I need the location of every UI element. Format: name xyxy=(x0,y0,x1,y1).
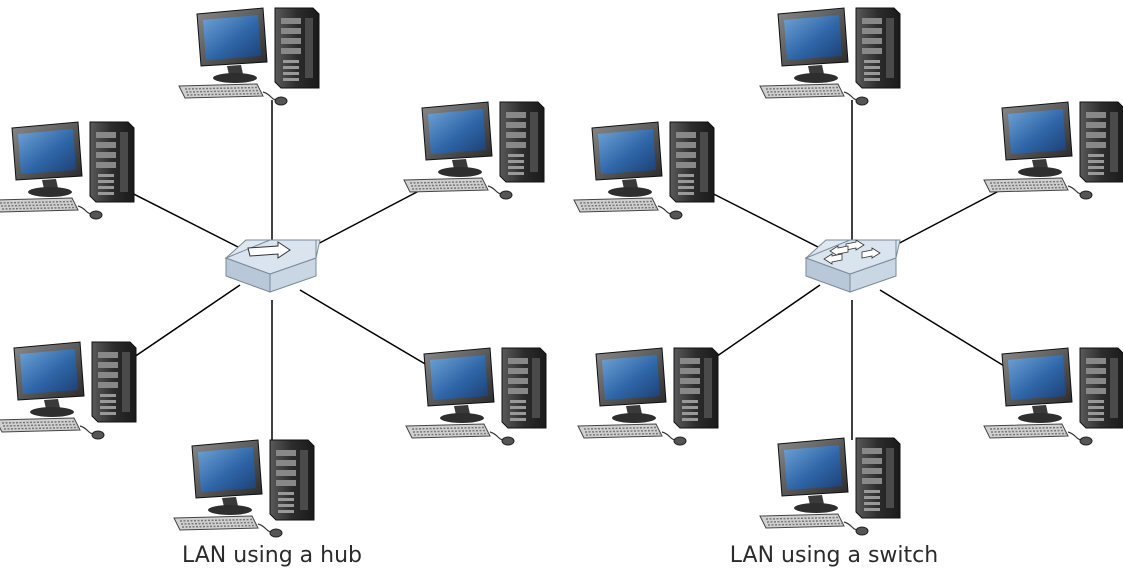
desktop-computer-icon xyxy=(983,347,1123,446)
desktop-computer-icon xyxy=(405,347,547,446)
desktop-computer-icon xyxy=(573,121,715,220)
desktop-computer-icon xyxy=(759,7,901,106)
desktop-computer-icon xyxy=(403,101,545,200)
hub-caption: LAN using a hub xyxy=(182,543,362,568)
desktop-computer-icon xyxy=(983,101,1123,200)
desktop-computer-icon xyxy=(0,121,135,220)
desktop-computer-icon xyxy=(0,341,137,440)
switch-lan-diagram: LAN using a switch xyxy=(573,7,1123,568)
hub-icon xyxy=(225,239,321,293)
link-upper-right xyxy=(889,181,1017,249)
switch-icon xyxy=(805,239,901,293)
link-lower-right xyxy=(879,289,1015,373)
hub-lan-diagram: LAN using a hub xyxy=(0,7,547,568)
link-upper-right xyxy=(309,181,437,249)
desktop-computer-icon xyxy=(577,347,719,446)
desktop-computer-icon xyxy=(759,437,901,536)
link-lower-right xyxy=(299,289,433,369)
desktop-computer-icon xyxy=(173,439,315,538)
desktop-computer-icon xyxy=(178,7,320,106)
switch-caption: LAN using a switch xyxy=(730,543,938,568)
switch-links xyxy=(689,100,1017,440)
